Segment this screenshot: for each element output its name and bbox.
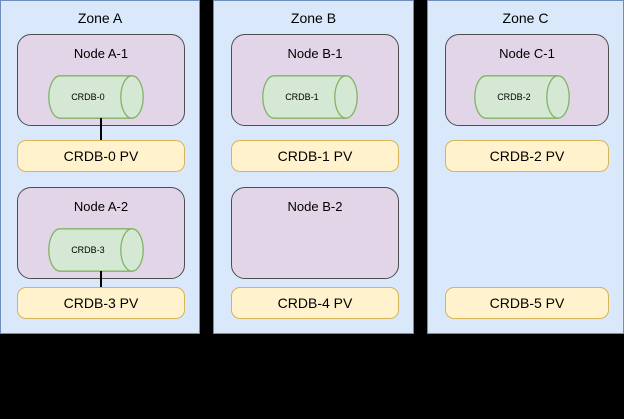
zone-a[interactable]: Zone A Node A-1 CRDB-0 CRDB-0 PV Node A-… (0, 0, 200, 334)
pv-crdb-2[interactable]: CRDB-2 PV (445, 140, 609, 172)
pod-crdb-2[interactable]: CRDB-2 (474, 75, 582, 119)
pv-crdb-4[interactable]: CRDB-4 PV (231, 287, 399, 319)
pod-crdb-1[interactable]: CRDB-1 (262, 75, 370, 119)
node-b-1[interactable]: Node B-1 CRDB-1 (231, 34, 399, 126)
node-b-2-title: Node B-2 (287, 199, 343, 214)
pv-crdb-4-label: CRDB-4 PV (277, 294, 353, 311)
cylinder-shape-icon (48, 75, 144, 119)
cylinder-shape-icon (262, 75, 358, 119)
cylinder-shape-icon (48, 228, 144, 272)
pv-crdb-2-label: CRDB-2 PV (489, 147, 565, 164)
node-a-2-title: Node A-2 (73, 199, 129, 214)
zone-b[interactable]: Zone B Node B-1 CRDB-1 CRDB-1 PV Node B-… (213, 0, 529, 334)
pv-crdb-3-label: CRDB-3 PV (63, 294, 139, 311)
node-c-1-title: Node C-1 (499, 46, 555, 61)
pv-crdb-0-label: CRDB-0 PV (63, 147, 139, 164)
cylinder-shape-icon (474, 75, 570, 119)
pod-crdb-3[interactable]: CRDB-3 (48, 228, 156, 272)
connector-node-a-1-to-crdb-0-pv (100, 118, 102, 142)
node-b-1-title: Node B-1 (287, 46, 343, 61)
node-a-2[interactable]: Node A-2 CRDB-3 (17, 187, 185, 279)
pv-crdb-3[interactable]: CRDB-3 PV (17, 287, 185, 319)
connector-node-a-2-to-crdb-3-pv (100, 271, 102, 295)
pod-crdb-0[interactable]: CRDB-0 (48, 75, 156, 119)
zone-c[interactable]: Zone C Node C-1 CRDB-2 CRDB-2 PV CRDB-5 … (427, 0, 624, 334)
pv-crdb-1-label: CRDB-1 PV (277, 147, 353, 164)
node-a-1[interactable]: Node A-1 CRDB-0 (17, 34, 185, 126)
pv-crdb-5-label: CRDB-5 PV (489, 294, 565, 311)
pv-crdb-1[interactable]: CRDB-1 PV (231, 140, 399, 172)
zone-b-title: Zone B (290, 10, 337, 26)
zone-c-title: Zone C (502, 10, 549, 26)
pv-crdb-5[interactable]: CRDB-5 PV (445, 287, 609, 319)
pv-crdb-0[interactable]: CRDB-0 PV (17, 140, 185, 172)
node-a-1-title: Node A-1 (73, 46, 129, 61)
zone-a-title: Zone A (77, 10, 123, 26)
node-c-1[interactable]: Node C-1 CRDB-2 (445, 34, 609, 126)
node-b-2[interactable]: Node B-2 (231, 187, 399, 279)
